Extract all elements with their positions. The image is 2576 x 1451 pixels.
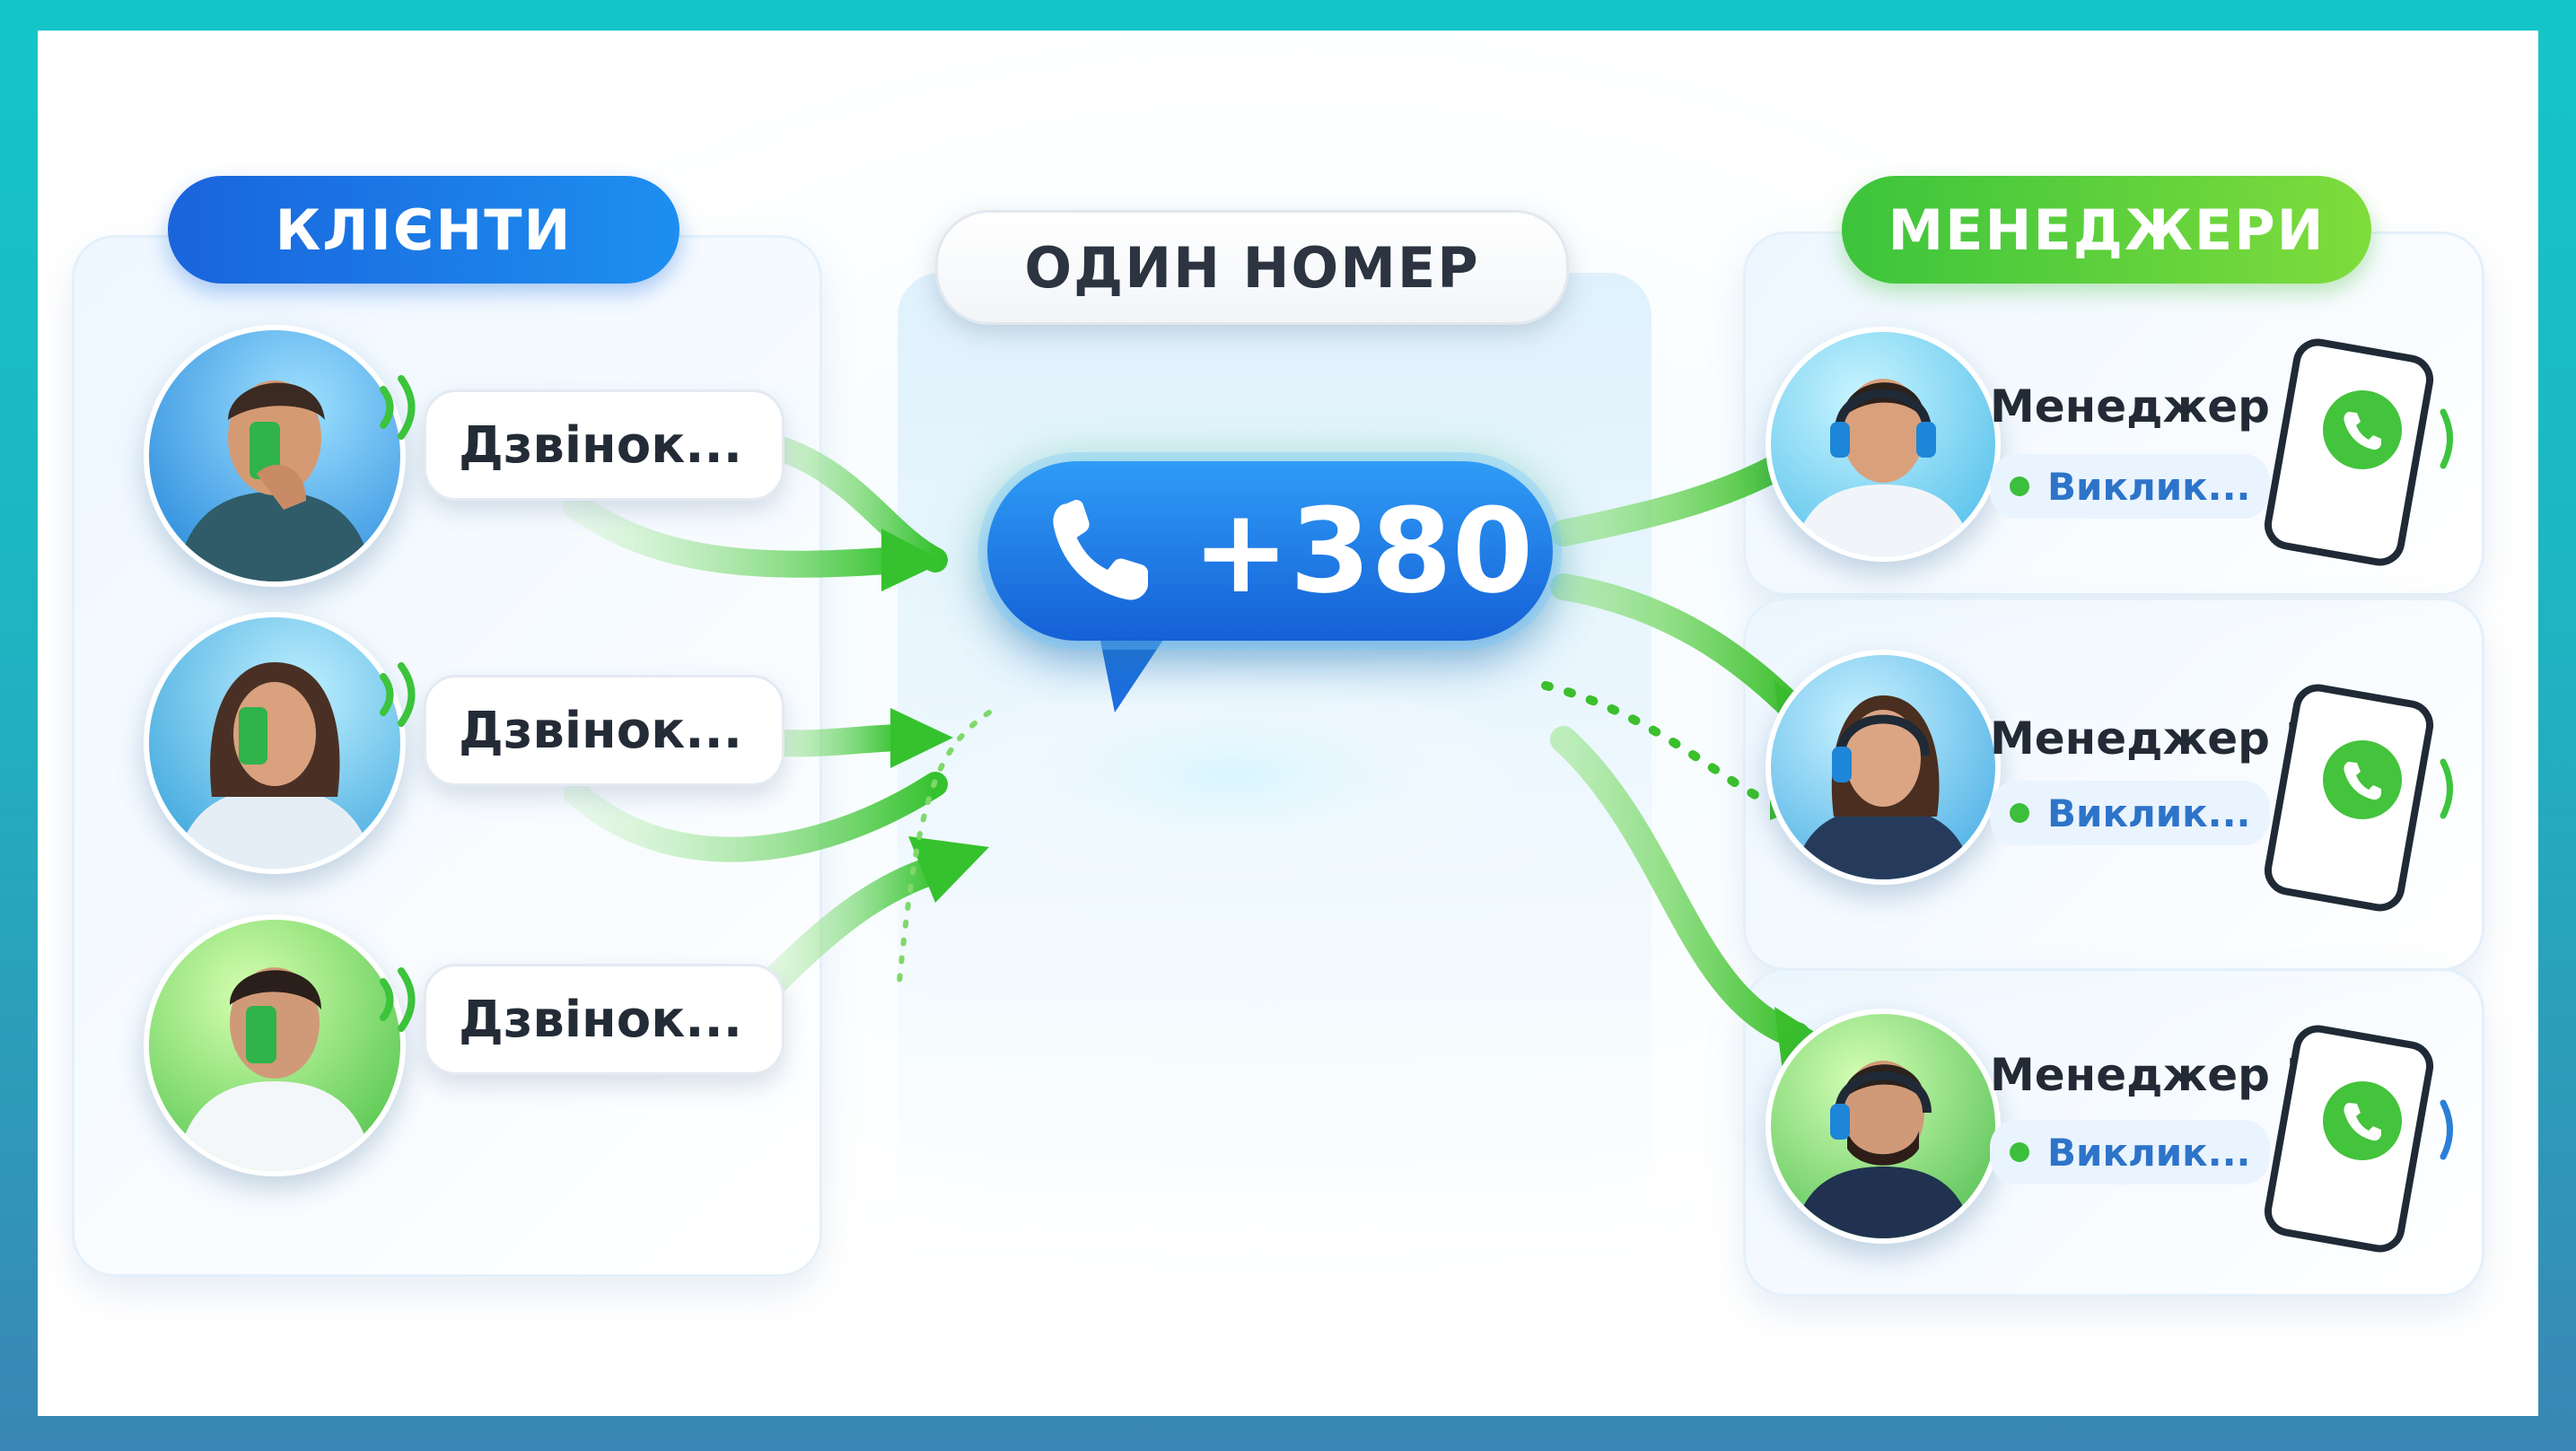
smartphone-icon bbox=[250, 422, 280, 479]
smartphone-icon bbox=[246, 1006, 276, 1063]
smartphone-icon bbox=[239, 707, 267, 765]
bubble-tail bbox=[1097, 623, 1169, 712]
sound-wave-icon bbox=[2440, 758, 2453, 819]
status-dot bbox=[2010, 803, 2029, 823]
status-dot bbox=[2010, 476, 2029, 496]
clients-header: КЛІЄНТИ bbox=[168, 176, 679, 284]
smartphone-icon[interactable] bbox=[2264, 677, 2497, 928]
manager-status-1: Виклик... bbox=[1990, 454, 2270, 519]
manager-avatar-1 bbox=[1766, 327, 2001, 562]
sound-wave-icon bbox=[380, 375, 416, 440]
client-call-label-1: Дзвінок... bbox=[424, 389, 784, 501]
smartphone-icon[interactable] bbox=[2264, 1018, 2497, 1269]
manager-avatar-2 bbox=[1766, 650, 2001, 885]
headset-icon bbox=[1835, 389, 1932, 432]
manager-name-1: Менеджер 1 bbox=[1990, 380, 2318, 433]
manager-avatar-3 bbox=[1766, 1009, 2001, 1244]
sound-wave-icon bbox=[2440, 1099, 2453, 1160]
managers-header: МЕНЕДЖЕРИ bbox=[1842, 176, 2371, 284]
phone-icon bbox=[1053, 500, 1148, 600]
flow-arrows bbox=[563, 426, 1842, 1079]
sound-wave-icon bbox=[2440, 408, 2453, 469]
client-avatar-2 bbox=[144, 612, 406, 874]
headset-icon bbox=[1836, 714, 1930, 756]
manager-status-3: Виклик... bbox=[1990, 1120, 2270, 1184]
sound-wave-icon bbox=[380, 662, 416, 727]
smartphone-icon[interactable] bbox=[2264, 331, 2497, 573]
client-avatar-3 bbox=[144, 914, 406, 1176]
manager-status-2: Виклик... bbox=[1990, 781, 2270, 845]
client-call-label-3: Дзвінок... bbox=[424, 964, 784, 1075]
main-number: +380 bbox=[1192, 483, 1534, 619]
manager-name-3: Менеджер 3 bbox=[1990, 1049, 2318, 1101]
client-avatar-1 bbox=[144, 325, 406, 587]
manager-name-2: Менеджер 2 bbox=[1990, 712, 2318, 765]
phone-icon bbox=[2323, 390, 2402, 469]
client-call-label-2: Дзвінок... bbox=[424, 675, 784, 786]
sound-wave-icon bbox=[380, 967, 416, 1032]
diagram-canvas: КЛІЄНТИ ОДИН НОМЕР МЕНЕДЖЕРИ bbox=[38, 31, 2538, 1416]
headset-icon bbox=[1835, 1071, 1932, 1114]
phone-icon bbox=[2323, 1081, 2402, 1160]
status-dot bbox=[2010, 1142, 2029, 1162]
single-number-header: ОДИН НОМЕР bbox=[935, 210, 1569, 325]
main-number-bubble[interactable]: +380 bbox=[987, 461, 1553, 641]
phone-icon bbox=[2323, 740, 2402, 819]
